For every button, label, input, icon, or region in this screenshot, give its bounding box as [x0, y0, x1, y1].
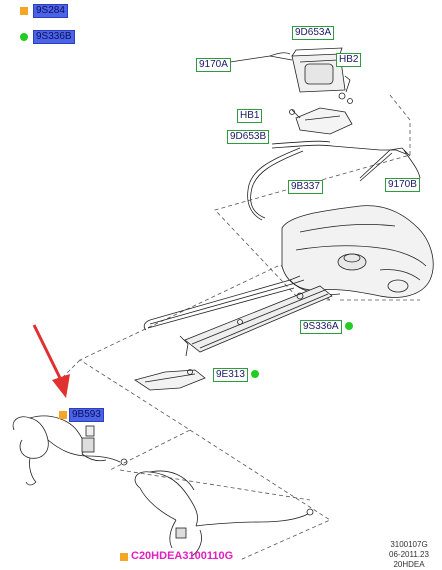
footer-line-2: 06-2011.23: [389, 550, 429, 559]
lower-bracket: [134, 369, 206, 391]
part-label-hb2[interactable]: HB2: [336, 53, 362, 67]
footer-line-3: 20HDEA: [393, 560, 425, 569]
canister-assembly: [229, 47, 353, 104]
part-label-9b337[interactable]: 9B337: [288, 180, 323, 194]
bottom-square-icon: [120, 553, 128, 561]
canister-bracket: [289, 107, 353, 135]
marker-circle-icon: [251, 370, 259, 378]
marker-circle-icon: [345, 322, 353, 330]
red-arrow: [32, 324, 70, 398]
bottom-reference-label[interactable]: C20HDEA3100110G: [131, 550, 234, 562]
heat-shield-tray: [179, 285, 333, 357]
footer-reference: 3100107G 06-2011.23 20HDEA: [378, 540, 440, 570]
wiring-harness-left: [12, 415, 128, 486]
part-label-9s336a[interactable]: 9S336A: [300, 320, 342, 334]
vapor-hoses: [247, 140, 421, 221]
wiring-harness-bottom: [134, 470, 314, 557]
legend-circle-icon: [20, 33, 28, 41]
part-label-9170a[interactable]: 9170A: [196, 58, 231, 72]
part-label-9d653a[interactable]: 9D653A: [292, 26, 335, 40]
part-label-9e313[interactable]: 9E313: [213, 368, 248, 382]
legend-circle-label[interactable]: 9S336B: [33, 30, 75, 44]
fuel-tank: [281, 205, 434, 298]
part-label-9d653b[interactable]: 9D653B: [227, 130, 270, 144]
legend-square-label[interactable]: 9S284: [33, 4, 68, 18]
legend-square-icon: [20, 7, 28, 15]
marker-square-icon: [59, 411, 67, 419]
fuel-lines: [143, 275, 305, 331]
part-label-9b593[interactable]: 9B593: [69, 408, 104, 422]
part-label-9170b[interactable]: 9170B: [385, 178, 420, 192]
part-label-hb1[interactable]: HB1: [237, 109, 263, 123]
footer-line-1: 3100107G: [390, 540, 428, 549]
